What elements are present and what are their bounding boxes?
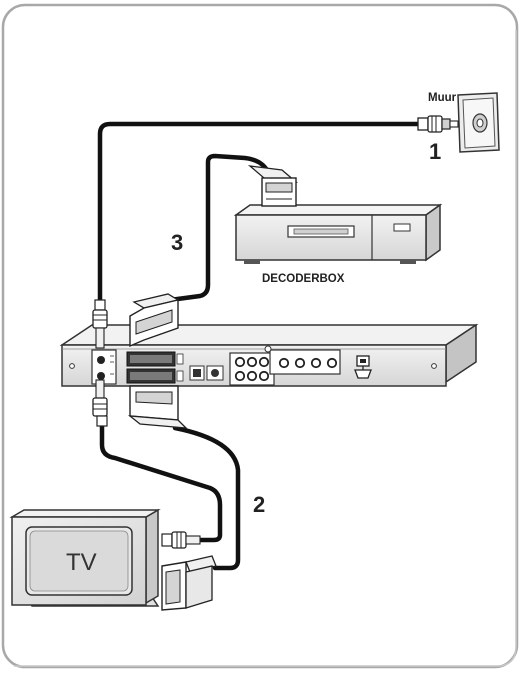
step-1-label: 1 (429, 139, 441, 164)
scart-cable-recorder-to-tv (172, 425, 241, 571)
dvd-recorder-icon (59, 323, 479, 387)
step-2-label: 2 (253, 492, 265, 517)
rca-jacks-icon (229, 352, 275, 386)
component-jacks-icon (264, 345, 341, 375)
tv-scart-plug-icon (161, 555, 217, 611)
rf-cable-recorder-to-tv (99, 422, 223, 543)
decoder-box-icon (233, 203, 443, 264)
scart-cable-recorder-to-decoder (167, 153, 271, 303)
tv-label: TV (66, 549, 97, 576)
wall-rf-plug-icon (417, 115, 459, 133)
decoder-scart-plug-icon (247, 165, 299, 207)
antenna-terminals-icon (91, 349, 117, 385)
power-socket-icon (354, 355, 372, 379)
antenna-cable-wall-to-recorder (97, 121, 423, 303)
television-icon (9, 508, 161, 607)
recorder-rf-plug-top-icon (92, 299, 108, 349)
wall-label: Muur (428, 92, 457, 104)
frame-shadow (14, 30, 517, 667)
audio-digital-ports-icon (189, 365, 224, 381)
scart-sockets-icon (126, 351, 184, 384)
recorder-scart-plug-top-icon (129, 293, 180, 348)
decoder-label: DECODERBOX (262, 273, 345, 285)
recorder-rf-plug-bottom-icon (92, 379, 108, 427)
tv-rf-plug-icon (161, 531, 201, 549)
step-3-label: 3 (171, 230, 183, 255)
wall-antenna-outlet-icon (457, 92, 500, 153)
recorder-scart-plug-bottom-icon (127, 385, 188, 429)
